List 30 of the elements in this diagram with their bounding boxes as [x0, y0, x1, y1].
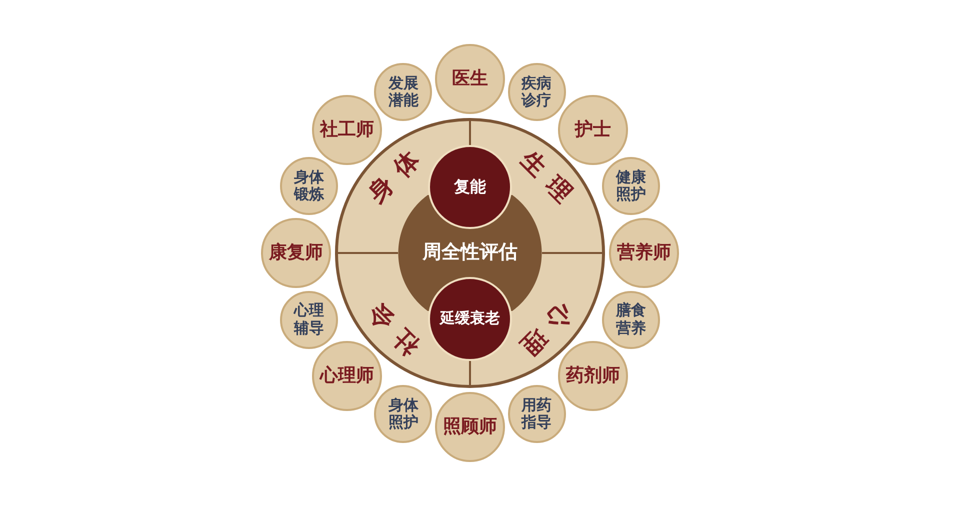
service-label: 心理辅导 [292, 302, 326, 337]
service-label: 膳食营养 [614, 302, 647, 337]
service-circle [602, 290, 660, 349]
role-label: 照顾师 [443, 416, 497, 438]
segment-label: 社会 [354, 290, 426, 363]
service-label: 身体照护 [387, 396, 420, 431]
role-label: 药剂师 [566, 366, 620, 386]
segment-label: 身体 [362, 138, 434, 210]
service-circle [508, 63, 566, 122]
role-label: 心理师 [320, 366, 374, 386]
role-label: 医生 [452, 68, 488, 90]
service-circle [602, 157, 660, 216]
service-label: 发展潜能 [387, 74, 420, 110]
goal-label: 复能 [454, 178, 486, 196]
service-label: 身体锻炼 [292, 169, 326, 204]
service-circle [508, 384, 566, 443]
segment-label: 生理 [514, 144, 586, 216]
goal-label: 延缓衰老 [440, 310, 500, 328]
service-circle [280, 290, 338, 349]
assessment-label: 周全性评估 [422, 242, 518, 264]
role-label: 康复师 [269, 242, 323, 264]
service-circle [374, 384, 432, 443]
service-label: 用药指导 [520, 396, 553, 431]
role-label: 社工师 [320, 120, 374, 140]
service-circle [280, 157, 338, 216]
role-label: 营养师 [617, 242, 671, 264]
role-label: 护士 [575, 120, 612, 140]
service-label: 疾病诊疗 [520, 74, 553, 110]
service-circle [374, 63, 432, 122]
service-label: 健康照护 [614, 169, 647, 204]
